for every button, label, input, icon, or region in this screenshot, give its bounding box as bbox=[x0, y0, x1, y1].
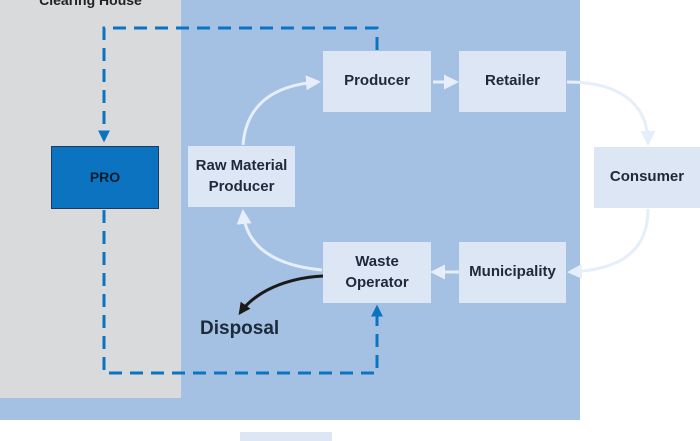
retailer-node: Retailer bbox=[459, 51, 566, 112]
producer-label: Producer bbox=[344, 72, 410, 90]
waste-operator-node: Waste Operator bbox=[323, 242, 431, 303]
retailer-to-consumer-arrow bbox=[566, 80, 656, 146]
legend-swatch bbox=[240, 432, 332, 441]
consumer-label: Consumer bbox=[609, 168, 685, 186]
pro-to-waste-operator-dashed-line bbox=[102, 210, 383, 375]
raw-material-to-producer-arrow bbox=[241, 75, 321, 146]
waste-operator-to-raw-material-arrow bbox=[236, 209, 323, 272]
waste-operator-label-line1: Waste bbox=[355, 253, 399, 271]
disposal-label: Disposal bbox=[200, 318, 280, 339]
waste-operator-label-line2: Operator bbox=[345, 273, 409, 291]
clearing-house-label: Clearing House bbox=[39, 0, 142, 8]
raw-material-label-line2: Producer bbox=[208, 177, 275, 195]
pro-to-producer-dashed-line bbox=[98, 26, 379, 143]
producer-node: Producer bbox=[323, 51, 431, 112]
raw-material-label-line1: Raw Material bbox=[195, 157, 288, 175]
municipality-label: Municipality bbox=[469, 263, 556, 281]
pro-node: PRO bbox=[51, 146, 159, 209]
waste-operator-to-disposal-arrow bbox=[238, 274, 324, 315]
consumer-to-municipality-arrow bbox=[567, 208, 650, 280]
consumer-node: Consumer bbox=[594, 147, 700, 208]
raw-material-producer-node: Raw Material Producer bbox=[188, 146, 295, 207]
pro-label: PRO bbox=[89, 169, 121, 186]
municipality-node: Municipality bbox=[459, 242, 566, 303]
retailer-label: Retailer bbox=[484, 72, 541, 90]
